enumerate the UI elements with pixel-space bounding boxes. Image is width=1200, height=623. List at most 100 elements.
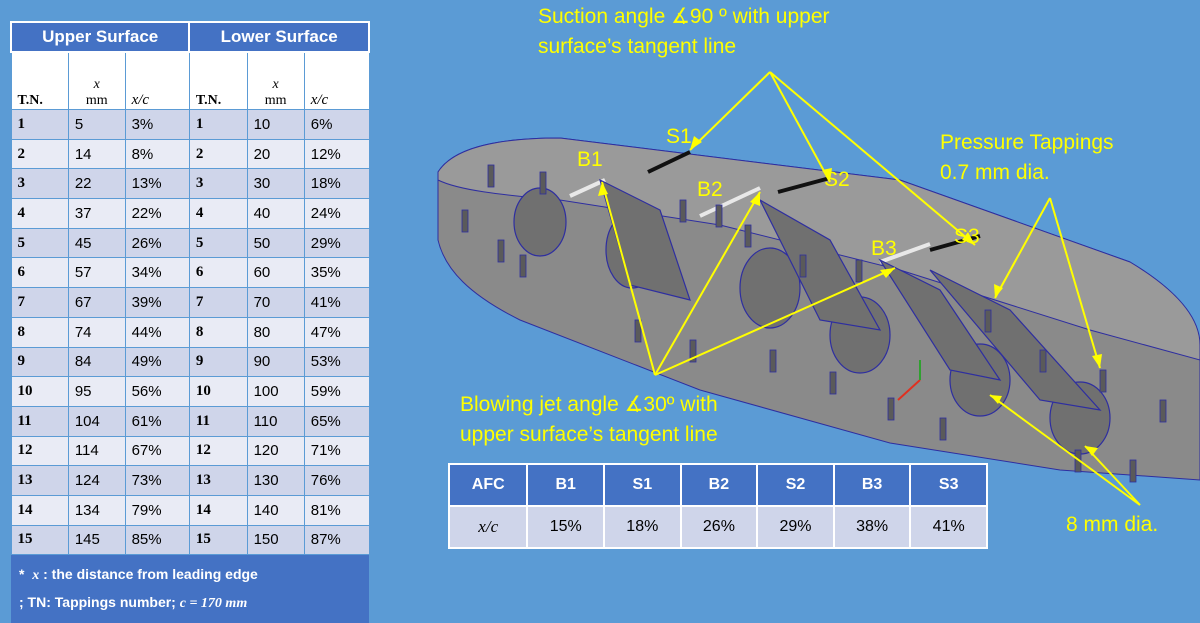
cell-xc-upper: 39% [124, 287, 190, 318]
cell-tn-lower: 10 [188, 376, 248, 407]
col-x-upper-var: x [93, 77, 100, 92]
suction-callout: Suction angle ∡90 º with upper surface’s… [538, 2, 830, 62]
cell-xc-lower: 24% [303, 198, 370, 229]
suction-callout-line2: surface’s tangent line [538, 35, 737, 58]
label-b1: B1 [577, 148, 603, 171]
cell-x-lower: 30 [246, 168, 305, 200]
cell-tn-lower: 2 [188, 138, 248, 170]
label-s1: S1 [666, 125, 692, 148]
afc-val-b1: 15% [526, 505, 606, 549]
cell-x-lower: 150 [246, 524, 305, 556]
col-xc-lower: x/c [303, 51, 370, 110]
callout-arrows [601, 71, 1141, 506]
cell-xc-upper: 3% [124, 109, 190, 140]
pressure-tapping-tubes [461, 164, 1167, 483]
cell-x-upper: 57 [67, 257, 126, 289]
cell-x-upper: 95 [67, 376, 126, 407]
cell-tn-lower: 12 [188, 435, 248, 467]
blowing-callout-line1: Blowing jet angle ∡30º with [460, 393, 718, 416]
cell-tn-upper: 11 [10, 405, 69, 437]
note-line1-text: : the distance from leading edge [39, 566, 258, 583]
cell-xc-lower: 71% [303, 435, 370, 467]
afc-row-label: x/c [447, 505, 529, 549]
cell-tn-upper: 4 [10, 198, 69, 229]
cell-x-upper: 5 [67, 109, 126, 140]
afc-val-s2: 29% [756, 505, 835, 549]
afc-val-s3: 41% [909, 505, 988, 549]
cell-x-lower: 110 [246, 405, 305, 437]
col-tn-lower: T.N. [188, 51, 248, 110]
col-x-lower-var: x [272, 77, 279, 92]
col-xc-upper: x/c [124, 51, 190, 110]
cell-x-lower: 140 [246, 494, 305, 526]
afc-header-label: AFC [447, 463, 529, 507]
cell-x-upper: 74 [67, 316, 126, 348]
cell-xc-lower: 53% [303, 346, 370, 378]
cell-x-lower: 90 [246, 346, 305, 378]
cell-tn-lower: 7 [188, 287, 248, 318]
cell-x-upper: 114 [67, 435, 126, 467]
afc-col-s1: S1 [603, 463, 682, 507]
pressure-callout-line2: 0.7 mm dia. [940, 161, 1050, 184]
note-x-var: x [32, 568, 40, 584]
cell-x-lower: 80 [246, 316, 305, 348]
blowing-callout: Blowing jet angle ∡30º with upper surfac… [460, 390, 718, 450]
cell-x-lower: 120 [246, 435, 305, 467]
note-line-1: * x : the distance from leading edge [19, 561, 361, 589]
cell-tn-lower: 9 [188, 346, 248, 378]
cell-xc-lower: 65% [303, 405, 370, 437]
cell-x-lower: 50 [246, 227, 305, 259]
blowing-callout-line2: upper surface’s tangent line [460, 423, 718, 446]
cell-xc-upper: 85% [124, 524, 190, 556]
cell-tn-lower: 3 [188, 168, 248, 200]
note-line-2: ; TN: Tappings number; c = 170 mm [19, 589, 361, 617]
cell-tn-upper: 7 [10, 287, 69, 318]
cell-xc-upper: 26% [124, 227, 190, 259]
cell-xc-upper: 49% [124, 346, 190, 378]
afc-val-s1: 18% [603, 505, 682, 549]
cell-xc-upper: 73% [124, 465, 190, 496]
cell-x-lower: 10 [246, 109, 305, 140]
cell-tn-lower: 4 [188, 198, 248, 229]
cell-x-upper: 145 [67, 524, 126, 556]
cell-xc-upper: 61% [124, 405, 190, 437]
cell-tn-lower: 6 [188, 257, 248, 289]
afc-col-s2: S2 [756, 463, 835, 507]
col-x-lower-unit: mm [264, 93, 287, 108]
cell-xc-lower: 81% [303, 494, 370, 526]
cell-tn-upper: 12 [10, 435, 69, 467]
pressure-callout: Pressure Tappings 0.7 mm dia. [940, 128, 1114, 188]
afc-val-b3: 38% [832, 505, 912, 549]
cell-tn-lower: 5 [188, 227, 248, 259]
taps-table-note: * x : the distance from leading edge ; T… [11, 554, 369, 623]
cell-xc-upper: 34% [124, 257, 190, 289]
cell-x-upper: 67 [67, 287, 126, 318]
cell-xc-lower: 35% [303, 257, 370, 289]
cell-xc-lower: 29% [303, 227, 370, 259]
cell-x-upper: 14 [67, 138, 126, 170]
cell-x-lower: 40 [246, 198, 305, 229]
cell-x-upper: 124 [67, 465, 126, 496]
cell-x-lower: 100 [246, 376, 305, 407]
afc-val-b2: 26% [679, 505, 759, 549]
note-chord-length: c = 170 mm [179, 596, 248, 612]
cell-tn-upper: 5 [10, 227, 69, 259]
cell-x-upper: 84 [67, 346, 126, 378]
cell-tn-upper: 1 [10, 109, 69, 140]
blowing-slots [569, 178, 931, 264]
suction-callout-line1: Suction angle ∡90 º with upper [538, 5, 830, 28]
label-s3: S3 [954, 225, 980, 248]
lower-surface-header: Lower Surface [188, 21, 370, 53]
